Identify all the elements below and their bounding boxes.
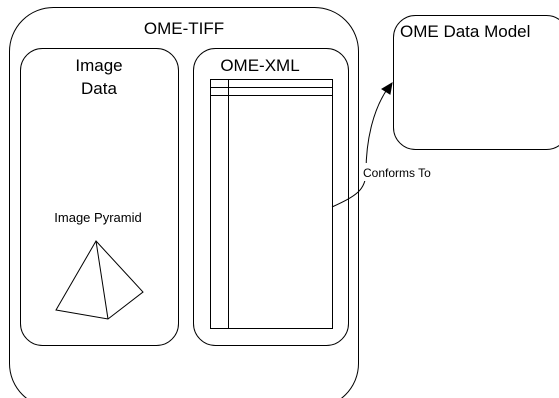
connector-label-bg (361, 163, 453, 181)
ome-xml-shape (193, 48, 349, 346)
ome-data-model-box[interactable]: OME Data Model (393, 15, 559, 150)
image-data-shape (20, 48, 179, 346)
xml-table-frame (210, 79, 333, 329)
ome-data-model-shape (393, 15, 559, 150)
connector-label: Conforms To (363, 166, 431, 180)
image-data-box[interactable]: Image Data Image Pyramid (20, 48, 179, 346)
ome-xml-box[interactable]: OME-XML (193, 48, 349, 346)
pyramid-shape (55, 240, 144, 320)
ome-xml-title: OME-XML (220, 56, 299, 75)
xml-table (210, 79, 333, 329)
ome-data-model-title: OME Data Model (400, 22, 530, 41)
image-data-title-line2: Data (81, 79, 117, 98)
ome-tiff-title: OME-TIFF (144, 19, 224, 38)
conforms-to-connector[interactable]: Conforms To (331, 82, 453, 208)
image-pyramid-label: Image Pyramid (54, 210, 141, 225)
image-data-title-line1: Image (75, 56, 122, 75)
connector-arrowhead (381, 82, 393, 95)
